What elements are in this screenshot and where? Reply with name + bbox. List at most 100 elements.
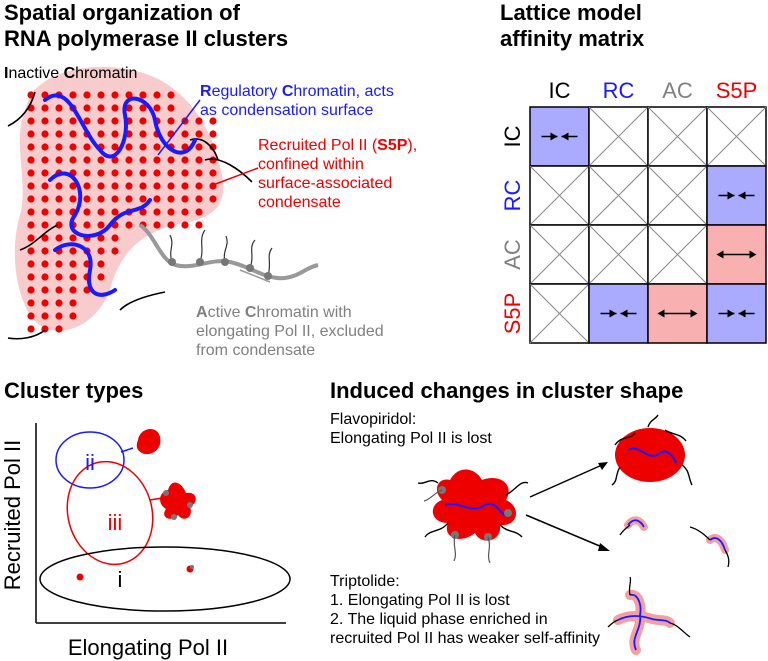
pol-ii-dot	[55, 117, 63, 125]
pol-ii-dot	[209, 195, 217, 203]
pol-ii-dot	[41, 312, 49, 320]
pol-ii-dot	[97, 169, 105, 177]
pol-ii-dot	[83, 169, 91, 177]
pol-ii-dot	[69, 286, 77, 294]
pol-ii-dot	[41, 299, 49, 307]
pol-ii-dot	[139, 91, 147, 99]
pol-ii-dot	[27, 208, 35, 216]
pol-ii-dot	[153, 195, 161, 203]
pol-ii-dot	[41, 247, 49, 255]
pol-ii-dot	[195, 156, 203, 164]
small-cluster-glyph	[76, 573, 84, 581]
pol-ii-dot	[97, 195, 105, 203]
pol-ii-dot	[97, 91, 105, 99]
pol-ii-dot	[41, 234, 49, 242]
pol-ii-dot	[111, 169, 119, 177]
pol-ii-dot	[209, 117, 217, 125]
pol-ii-dot	[83, 91, 91, 99]
y-axis-label: Recruited Pol II	[0, 440, 25, 590]
pol-ii-dot	[97, 117, 105, 125]
round-cluster-glyph	[136, 429, 161, 455]
pol-ii-dot	[111, 117, 119, 125]
pol-ii-dot	[181, 221, 189, 229]
pol-ii-dot	[55, 299, 63, 307]
pol-ii-dot	[139, 182, 147, 190]
pol-ii-dot	[55, 286, 63, 294]
pol-ii-dot	[139, 156, 147, 164]
pol-ii-dot	[195, 130, 203, 138]
pol-ii-dot	[55, 234, 63, 242]
pol-ii-dot	[41, 104, 49, 112]
condensate-illustration	[7, 66, 319, 340]
label-iii: iii	[108, 510, 123, 535]
x-axis-label: Elongating Pol II	[68, 635, 228, 660]
cluster-region-i	[39, 546, 291, 612]
matrix-col-label: AC	[662, 78, 693, 103]
pol-ii-dot	[27, 195, 35, 203]
pol-ii-dot	[27, 325, 35, 333]
pol-ii-dot	[97, 182, 105, 190]
pol-ii-dot	[153, 221, 161, 229]
triptolide-label: Triptolide: 1. Elongating Pol II is lost…	[330, 573, 601, 647]
pol-ii-dot	[181, 169, 189, 177]
panel-a-title: Spatial organization of RNA polymerase I…	[4, 0, 289, 51]
recruited-pol-ii-label: Recruited Pol II (S5P), confined within …	[258, 137, 418, 211]
matrix-row-label: AC	[500, 239, 525, 270]
pol-ii-dot	[125, 195, 133, 203]
pol-ii-dots	[27, 91, 217, 333]
pol-ii-dot	[83, 104, 91, 112]
pol-ii-dot	[97, 208, 105, 216]
cluster-region-iii	[66, 460, 154, 566]
pol-ii-dot	[97, 273, 105, 281]
pol-ii-dot	[181, 195, 189, 203]
matrix-row-label: IC	[500, 125, 525, 147]
pol-ii-dot	[195, 143, 203, 151]
pol-ii-dot	[27, 286, 35, 294]
pol-ii-dot	[69, 273, 77, 281]
pol-ii-dot	[55, 312, 63, 320]
matrix-cell	[706, 283, 767, 344]
pol-ii-dot	[111, 208, 119, 216]
matrix-cell	[529, 106, 590, 167]
panel-c-title: Cluster types	[4, 378, 144, 403]
pol-ii-dot	[209, 130, 217, 138]
fragmented-condensates	[619, 516, 730, 568]
pol-ii-dot	[69, 312, 77, 320]
matrix-row-label: S5P	[500, 293, 525, 335]
inactive-chromatin-label: Inactive Chromatin	[4, 65, 138, 82]
pol-ii-dot	[69, 156, 77, 164]
pol-ii-dot	[27, 182, 35, 190]
pol-ii-dot	[27, 156, 35, 164]
matrix-cell	[706, 165, 767, 226]
pol-ii-dot	[27, 130, 35, 138]
pol-ii-dot	[195, 221, 203, 229]
pol-ii-dot	[69, 260, 77, 268]
pol-ii-dot	[153, 143, 161, 151]
pol-ii-dot	[125, 91, 133, 99]
pol-ii-dot	[195, 195, 203, 203]
matrix-col-label: IC	[549, 78, 571, 103]
shape-change-illustration	[417, 414, 730, 568]
pol-ii-dot	[69, 299, 77, 307]
active-chromatin	[138, 223, 319, 281]
pol-ii-dot	[55, 273, 63, 281]
pol-ii-dot	[55, 260, 63, 268]
matrix-col-label: S5P	[716, 78, 758, 103]
pol-ii-dot	[69, 143, 77, 151]
pol-ii-dot	[41, 130, 49, 138]
pol-ii-dot	[41, 286, 49, 294]
pol-ii-dot	[27, 312, 35, 320]
pol-ii-dot	[27, 117, 35, 125]
pol-ii-dot	[27, 299, 35, 307]
pol-ii-dot	[41, 195, 49, 203]
pol-ii-dot	[97, 247, 105, 255]
cluster-region-ii	[55, 431, 125, 489]
pol-ii-dot	[153, 91, 161, 99]
pol-ii-dot	[195, 169, 203, 177]
pol-ii-dot	[167, 104, 175, 112]
irregular-cluster-glyph	[160, 482, 196, 519]
matrix-col-label: RC	[603, 78, 635, 103]
pol-ii-dot	[111, 182, 119, 190]
pol-ii-dot	[167, 117, 175, 125]
